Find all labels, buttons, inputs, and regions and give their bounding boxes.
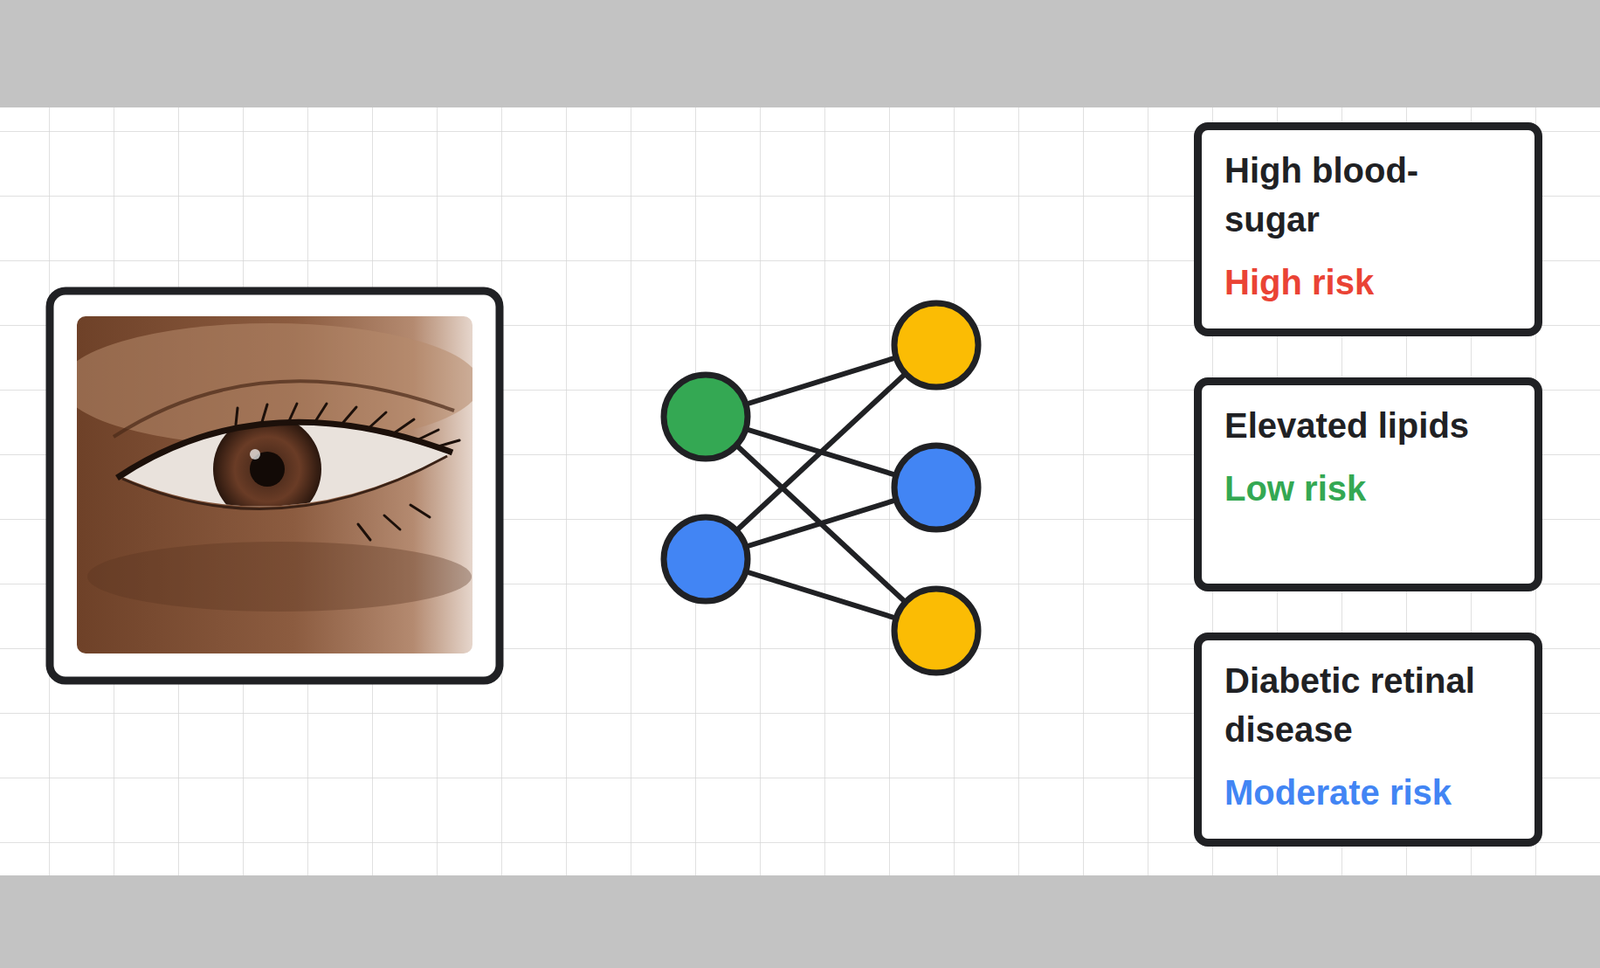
- network-neurons: [663, 303, 979, 673]
- grid-lines: [0, 107, 1600, 876]
- condition-name: High blood-sugar: [1224, 145, 1487, 244]
- eyelash: [262, 404, 268, 422]
- neuron: [663, 517, 748, 601]
- risk-box: High blood-sugarHigh risk: [1193, 122, 1543, 337]
- neuron: [894, 445, 979, 530]
- network-link: [705, 344, 937, 559]
- risk-level: Low risk: [1224, 463, 1487, 513]
- canvas-ground: [0, 107, 1600, 876]
- under-eye-shadow: [87, 541, 472, 612]
- neuron: [663, 374, 748, 459]
- eyelash: [384, 515, 400, 530]
- neuron: [894, 303, 979, 387]
- neuron: [894, 588, 979, 673]
- eye-photo: [76, 316, 473, 654]
- eyelash: [235, 407, 238, 425]
- risk-level: High risk: [1224, 257, 1487, 307]
- eyelash: [340, 406, 357, 426]
- risk-box: Diabetic retinal diseaseModerate risk: [1193, 632, 1543, 847]
- eye-highlight: [249, 448, 261, 460]
- photo-frame: [49, 290, 500, 681]
- risk-level: Moderate risk: [1224, 767, 1487, 817]
- condition-name: Elevated lipids: [1224, 400, 1487, 450]
- eyelash: [358, 524, 371, 540]
- condition-name: Diabetic retinal disease: [1224, 655, 1487, 754]
- risk-box: Elevated lipidsLow risk: [1193, 377, 1543, 592]
- eyelash: [410, 504, 430, 518]
- eyelash: [391, 419, 414, 435]
- eyelash: [314, 403, 327, 423]
- eyelash: [366, 412, 387, 430]
- bottom-band: [0, 875, 1600, 968]
- lower-lid: [122, 455, 448, 509]
- eyeliner: [117, 421, 453, 478]
- top-band: [0, 0, 1600, 108]
- eyelashes: [235, 403, 460, 540]
- eyelash: [414, 429, 439, 442]
- eyelash: [288, 403, 297, 423]
- eyelash: [434, 440, 460, 448]
